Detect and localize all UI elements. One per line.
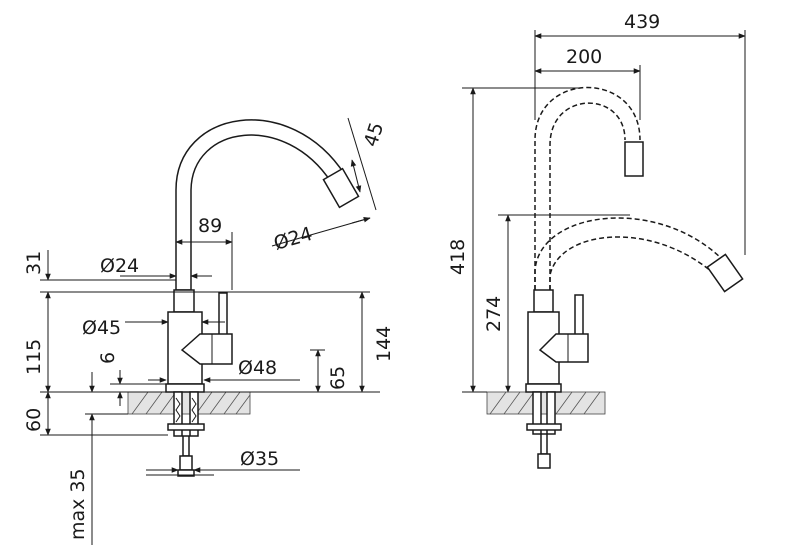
lever-handle-right: [574, 294, 584, 339]
lever-handle-left: [218, 292, 228, 339]
extension-lines-right: [462, 30, 746, 393]
mount-nut: [167, 423, 205, 431]
dim-274: 274: [483, 296, 505, 332]
dim-115: 115: [23, 339, 45, 375]
dimension-arrows-right: [470, 33, 746, 393]
spout-nozzle-swung: [706, 253, 744, 293]
spout-nozzle-left: [322, 167, 360, 209]
lever-joint-left: [180, 333, 233, 365]
dim-200: 200: [566, 46, 602, 68]
dimension-arrows-left: [45, 117, 377, 545]
faucet-base-left: [165, 383, 205, 393]
dim-24-spout: Ø24: [271, 223, 315, 255]
spout-nozzle-upright: [624, 141, 644, 177]
dim-48: Ø48: [238, 357, 277, 379]
connection-hose-1: [182, 435, 190, 457]
dim-439: 439: [624, 11, 660, 33]
spout-swung-outline: [534, 217, 726, 290]
dim-45-angle: 45: [360, 120, 388, 150]
mount-stud-right-view-a: [532, 391, 542, 435]
spout-swung-inner: [549, 236, 713, 290]
spout-collar-right: [533, 289, 554, 313]
dim-35: Ø35: [240, 448, 279, 470]
dim-89: 89: [198, 215, 222, 237]
dim-144: 144: [373, 326, 395, 362]
lever-joint-right: [538, 333, 589, 363]
dim-418: 418: [447, 239, 469, 275]
hose-right: [540, 433, 548, 455]
faucet-base-right: [525, 383, 562, 393]
mount-stud-right-view-b: [546, 391, 556, 435]
dim-max-35: max 35: [67, 468, 89, 540]
dim-6: 6: [97, 352, 119, 364]
left-view: 31 Ø24 89 45 Ø24 Ø45 115 6 Ø48 65 144 60…: [23, 117, 395, 545]
spout-upright-outline: [534, 86, 641, 290]
countertop-right: [486, 391, 606, 415]
spout-pipe-left: [175, 119, 347, 291]
countertop-hatch-right: [489, 391, 601, 415]
dim-65: 65: [327, 366, 349, 390]
extension-lines-left: [40, 225, 380, 476]
spout-collar-left: [173, 289, 195, 313]
connection-fitting-1: [179, 455, 193, 471]
dim-45-body: Ø45: [82, 317, 121, 339]
right-view: 439 200 418 274: [447, 11, 746, 469]
connection-fitting-2: [177, 469, 195, 477]
dim-24-top: Ø24: [100, 255, 139, 277]
mount-nut-right: [526, 423, 562, 431]
fitting-right: [537, 453, 551, 469]
dim-60: 60: [23, 408, 45, 432]
dim-31: 31: [23, 251, 45, 275]
spout-upright-inner: [549, 102, 626, 290]
